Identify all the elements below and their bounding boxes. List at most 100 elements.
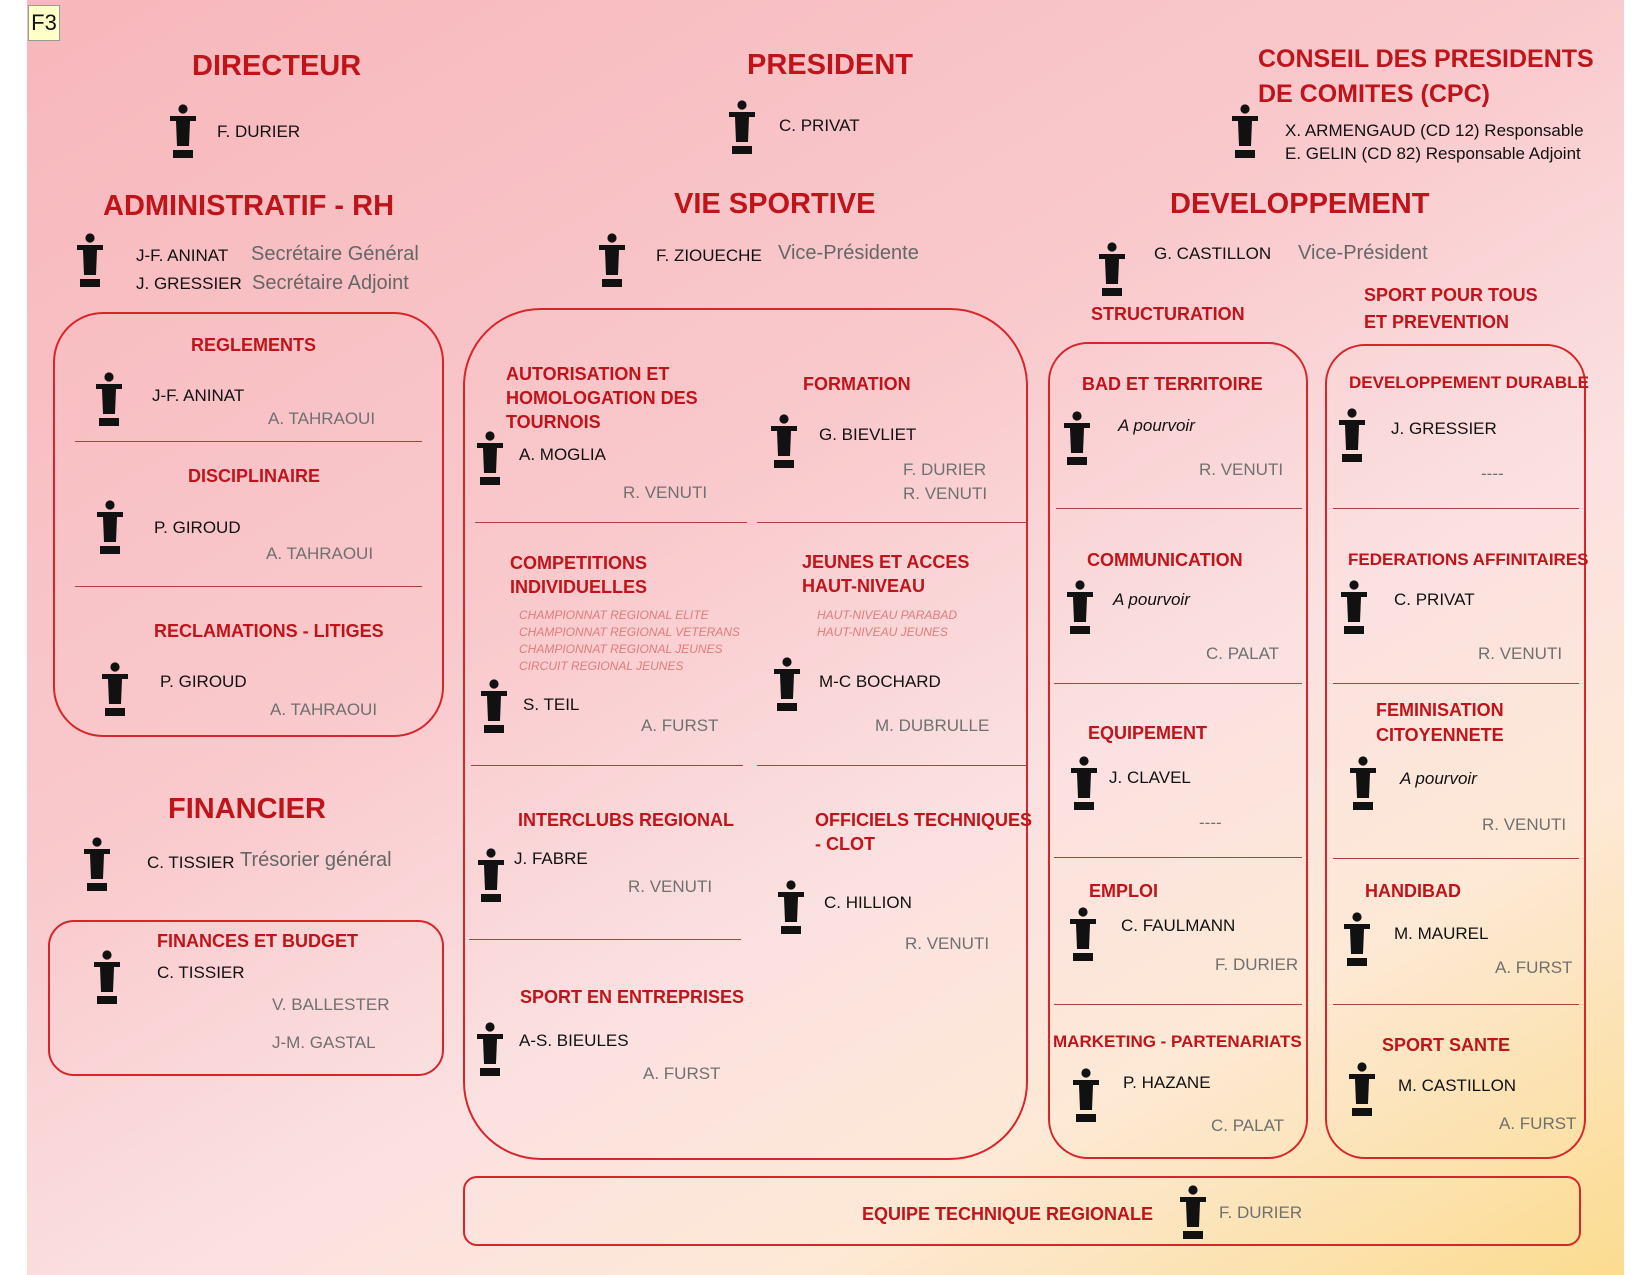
feminisation-line1: FEMINISATION xyxy=(1376,700,1504,720)
person-icon xyxy=(95,500,125,554)
divider xyxy=(75,586,422,587)
finances-name: C. TISSIER xyxy=(157,963,245,982)
person-icon xyxy=(75,233,105,287)
administratif-box xyxy=(53,312,444,737)
officiels-title: OFFICIELS TECHNIQUES - CLOT xyxy=(815,808,1032,856)
disciplinaire-sub: A. TAHRAOUI xyxy=(266,544,374,563)
divider xyxy=(471,765,743,766)
admin-role-1: Secrétaire Général xyxy=(251,243,419,265)
divider xyxy=(75,441,422,442)
interclubs-name: J. FABRE xyxy=(514,849,588,868)
cpc-title: CONSEIL DES PRESIDENTS DE COMITES (CPC) xyxy=(1258,42,1594,112)
administratif-title: ADMINISTRATIF - RH xyxy=(103,190,395,222)
autorisation-title: AUTORISATION ET HOMOLOGATION DES TOURNOI… xyxy=(506,362,698,434)
communication-sub: C. PALAT xyxy=(1206,644,1280,663)
federations-sub: R. VENUTI xyxy=(1478,644,1563,663)
reclamations-title: RECLAMATIONS - LITIGES xyxy=(154,621,384,641)
dev-name: G. CASTILLON xyxy=(1154,244,1272,263)
handibad-title: HANDIBAD xyxy=(1365,881,1461,901)
reclamations-name: P. GIROUD xyxy=(160,672,247,691)
bad-sub: R. VENUTI xyxy=(1199,460,1284,479)
reglements-title: REGLEMENTS xyxy=(191,335,317,355)
durable-title: DEVELOPPEMENT DURABLE xyxy=(1349,373,1589,392)
marketing-sub: C. PALAT xyxy=(1211,1116,1285,1135)
directeur-title: DIRECTEUR xyxy=(192,50,362,82)
equipement-sub: ---- xyxy=(1199,813,1222,832)
person-icon xyxy=(168,104,198,158)
emploi-title: EMPLOI xyxy=(1089,881,1159,901)
person-icon xyxy=(1178,1185,1208,1239)
officiels-line2: - CLOT xyxy=(815,834,875,854)
sport-pour-tous-line1: SPORT POUR TOUS xyxy=(1364,285,1538,305)
jeunes-list: HAUT-NIVEAU PARABAD HAUT-NIVEAU JEUNES xyxy=(817,607,957,641)
person-icon xyxy=(476,848,506,902)
autorisation-line2: HOMOLOGATION DES xyxy=(506,388,698,408)
sport-pour-tous-title: SPORT POUR TOUS ET PREVENTION xyxy=(1364,282,1538,336)
handibad-sub: A. FURST xyxy=(1495,958,1573,977)
interclubs-sub: R. VENUTI xyxy=(628,877,713,896)
divider xyxy=(1054,683,1302,684)
finances-title: FINANCES ET BUDGET xyxy=(157,931,359,951)
formation-sub-2: R. VENUTI xyxy=(903,484,988,503)
structuration-title: STRUCTURATION xyxy=(1091,304,1245,324)
dev-role: Vice-Président xyxy=(1298,242,1428,264)
competitions-name: S. TEIL xyxy=(523,695,580,714)
divider xyxy=(1333,858,1579,859)
person-icon xyxy=(1337,408,1367,462)
feminisation-sub: R. VENUTI xyxy=(1482,815,1567,834)
officiels-sub: R. VENUTI xyxy=(905,934,990,953)
finances-box xyxy=(48,920,444,1076)
federations-title: FEDERATIONS AFFINITAIRES xyxy=(1348,550,1589,569)
person-icon xyxy=(475,1022,505,1076)
jeunes-line1: JEUNES ET ACCES xyxy=(802,552,970,572)
vie-name: F. ZIOUECHE xyxy=(656,246,762,265)
admin-role-2: Secrétaire Adjoint xyxy=(252,272,409,294)
competitions-list: CHAMPIONNAT REGIONAL ELITE CHAMPIONNAT R… xyxy=(519,607,740,675)
emploi-sub: F. DURIER xyxy=(1215,955,1299,974)
divider xyxy=(1054,857,1302,858)
feminisation-title: FEMINISATION CITOYENNETE xyxy=(1376,698,1504,748)
person-icon xyxy=(769,414,799,468)
entreprises-sub: A. FURST xyxy=(643,1064,721,1083)
formation-name: G. BIEVLIET xyxy=(819,425,917,444)
divider xyxy=(757,765,1027,766)
autorisation-sub: R. VENUTI xyxy=(623,483,708,502)
jeunes-item: HAUT-NIVEAU PARABAD xyxy=(817,608,958,622)
competitions-item: CHAMPIONNAT REGIONAL ELITE xyxy=(519,608,709,622)
person-icon xyxy=(475,431,505,485)
sante-sub: A. FURST xyxy=(1499,1114,1577,1133)
reglements-name: J-F. ANINAT xyxy=(152,386,245,405)
autorisation-name: A. MOGLIA xyxy=(519,445,606,464)
person-icon xyxy=(1348,756,1378,810)
developpement-title: DEVELOPPEMENT xyxy=(1170,188,1430,220)
entreprises-name: A-S. BIEULES xyxy=(519,1031,629,1050)
structuration-box xyxy=(1048,342,1308,1159)
person-icon xyxy=(1342,912,1372,966)
admin-name-1: J-F. ANINAT xyxy=(136,246,229,265)
jeunes-sub: M. DUBRULLE xyxy=(875,716,990,735)
financier-title: FINANCIER xyxy=(168,793,326,825)
vie-sportive-box xyxy=(463,308,1028,1160)
competitions-line2: INDIVIDUELLES xyxy=(510,577,648,597)
entreprises-title: SPORT EN ENTREPRISES xyxy=(520,987,745,1007)
durable-name: J. GRESSIER xyxy=(1391,419,1497,438)
sport-pour-tous-line2: ET PREVENTION xyxy=(1364,312,1510,332)
person-icon xyxy=(479,679,509,733)
slide-tag: F3 xyxy=(28,5,60,41)
person-icon xyxy=(1339,580,1369,634)
competitions-item: CHAMPIONNAT REGIONAL VETERANS xyxy=(519,625,740,639)
person-icon xyxy=(94,372,124,426)
person-icon xyxy=(776,880,806,934)
financier-role: Trésorier général xyxy=(240,849,392,871)
person-icon xyxy=(92,950,122,1004)
jeunes-line2: HAUT-NIVEAU xyxy=(802,576,926,596)
finances-sub-1: V. BALLESTER xyxy=(272,995,390,1014)
divider xyxy=(1056,508,1302,509)
person-icon xyxy=(82,837,112,891)
cpc-title-line2: DE COMITES (CPC) xyxy=(1258,80,1490,108)
directeur-name: F. DURIER xyxy=(217,122,301,141)
sante-name: M. CASTILLON xyxy=(1398,1076,1517,1095)
person-icon xyxy=(1097,242,1127,296)
person-icon xyxy=(1069,756,1099,810)
president-title: PRESIDENT xyxy=(747,49,913,81)
